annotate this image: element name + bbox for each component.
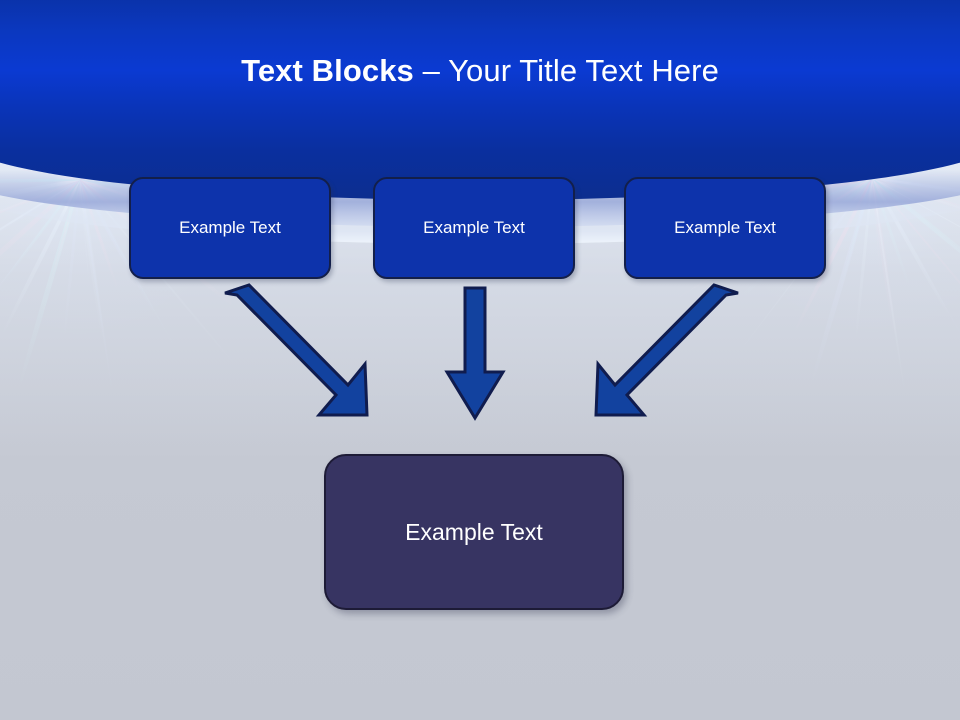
text-block-1-label: Example Text	[179, 218, 281, 237]
page-title-rest: – Your Title Text Here	[413, 53, 719, 88]
arrow-middle-vertical-shape	[444, 286, 506, 421]
text-block-result[interactable]: Example Text	[324, 454, 624, 610]
text-block-1[interactable]: Example Text	[129, 177, 331, 279]
header-banner	[0, 0, 960, 200]
arrow-middle-vertical	[444, 286, 506, 421]
text-block-3-label: Example Text	[674, 218, 776, 237]
text-block-2[interactable]: Example Text	[373, 177, 575, 279]
arrow-right-diagonal	[594, 283, 739, 417]
text-block-3[interactable]: Example Text	[624, 177, 826, 279]
text-block-2-label: Example Text	[423, 218, 525, 237]
arrow-right-diagonal-shape	[594, 283, 739, 417]
text-block-result-label: Example Text	[405, 518, 543, 545]
arrow-left-diagonal-shape	[224, 283, 369, 417]
page-title: Text Blocks – Your Title Text Here	[0, 52, 960, 90]
arrow-left-diagonal	[224, 283, 369, 417]
page-title-bold: Text Blocks	[241, 53, 414, 88]
